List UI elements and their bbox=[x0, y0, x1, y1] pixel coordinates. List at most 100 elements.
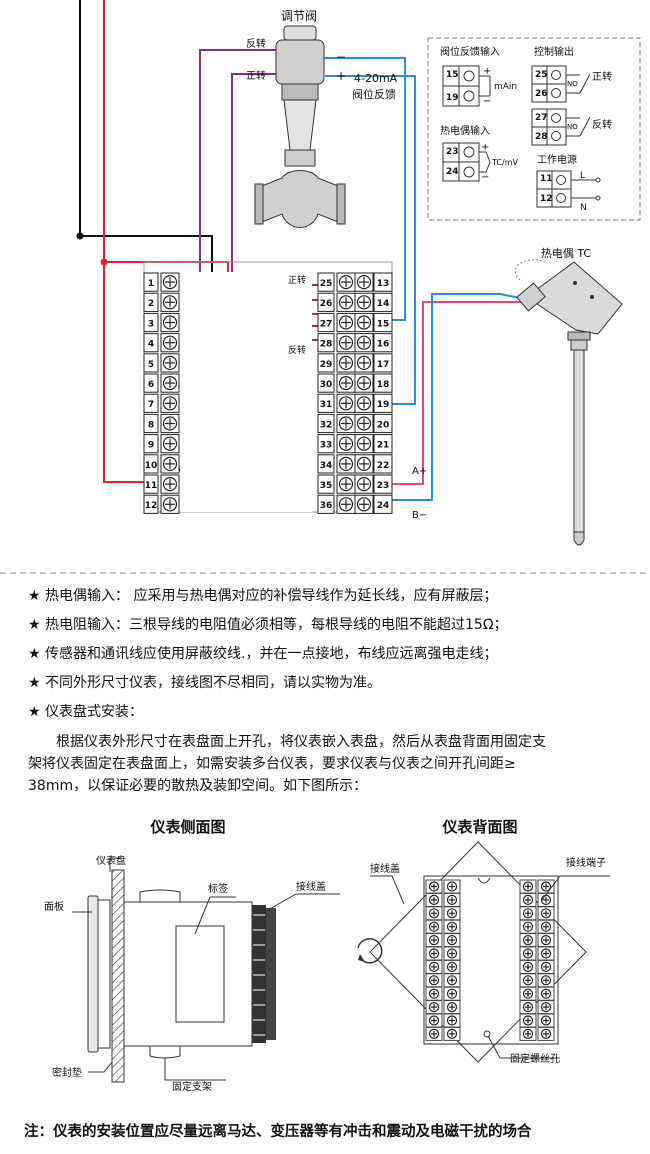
back-terminals-right bbox=[519, 879, 555, 1041]
terminal-number: 21 bbox=[377, 441, 390, 451]
terminal-number: 10 bbox=[145, 461, 158, 471]
terminal-number: 24 bbox=[377, 501, 390, 511]
terminal-number: 28 bbox=[320, 340, 333, 350]
back-terminal-screw bbox=[519, 986, 555, 1001]
svg-text:19: 19 bbox=[446, 93, 459, 103]
terminal-8: 8 bbox=[143, 413, 180, 434]
terminal-6: 6 bbox=[143, 373, 180, 393]
terminal-number: 9 bbox=[148, 441, 154, 451]
terminal-number: 3 bbox=[148, 319, 154, 329]
back-terminal-screw bbox=[519, 1000, 555, 1015]
terminal-number: 11 bbox=[145, 481, 158, 491]
terminal-number: 27 bbox=[320, 319, 333, 329]
svg-text:工作电源: 工作电源 bbox=[537, 153, 577, 166]
svg-text:−: − bbox=[336, 50, 346, 64]
svg-text:mAin: mAin bbox=[494, 82, 517, 92]
terminal-number: 16 bbox=[377, 340, 390, 350]
svg-text:+: + bbox=[336, 69, 346, 83]
terminal-number: 31 bbox=[320, 400, 333, 410]
terminal-number: 14 bbox=[377, 299, 390, 309]
terminal-11: 11 bbox=[143, 474, 180, 494]
terminal-number: 35 bbox=[320, 481, 333, 491]
back-terminal-screw bbox=[519, 933, 555, 948]
svg-text:控制输出: 控制输出 bbox=[534, 45, 574, 58]
terminal-number: 2 bbox=[148, 299, 154, 309]
terminal-31: 31 bbox=[317, 393, 356, 413]
terminal-16: 16 bbox=[354, 333, 393, 353]
back-terminal-screw bbox=[519, 1013, 555, 1028]
svg-text:标签: 标签 bbox=[208, 882, 228, 895]
svg-text:23: 23 bbox=[446, 147, 459, 157]
terminal-number: 36 bbox=[320, 501, 333, 511]
back-terminal-screw bbox=[425, 933, 461, 948]
back-terminal-screw bbox=[519, 946, 555, 961]
svg-text:N: N bbox=[580, 203, 587, 213]
terminal-number: 26 bbox=[320, 299, 333, 309]
svg-text:反转: 反转 bbox=[592, 118, 612, 131]
control-valve: 调节阀 反转 正转 − + 4-20mA 阀位反馈 bbox=[246, 9, 398, 228]
terminal-number: 33 bbox=[320, 441, 333, 451]
terminal-25: 25 bbox=[317, 272, 356, 292]
svg-text:面板: 面板 bbox=[44, 900, 64, 913]
svg-text:正转: 正转 bbox=[592, 70, 612, 83]
terminal-26: 26 bbox=[317, 292, 356, 312]
svg-text:仪表侧面图: 仪表侧面图 bbox=[149, 818, 225, 836]
back-terminal-screw bbox=[519, 892, 555, 907]
pink-wire-tc bbox=[374, 301, 573, 485]
svg-text:反转: 反转 bbox=[246, 37, 266, 50]
junction-red bbox=[100, 258, 108, 266]
terminal-18: 18 bbox=[354, 373, 393, 393]
terminal-33: 33 bbox=[317, 434, 356, 454]
svg-text:+: + bbox=[483, 66, 491, 77]
svg-text:热电偶 TC: 热电偶 TC bbox=[541, 247, 592, 260]
blue-wire-plus bbox=[325, 75, 416, 405]
svg-text:+: + bbox=[481, 142, 489, 153]
terminal-29: 29 bbox=[317, 353, 356, 373]
svg-text:正转: 正转 bbox=[246, 69, 266, 82]
svg-text:24: 24 bbox=[446, 167, 459, 177]
terminal-number: 1 bbox=[148, 279, 154, 289]
terminal-19: 19 bbox=[354, 393, 393, 413]
svg-text:阀位反馈: 阀位反馈 bbox=[352, 87, 396, 101]
back-terminal-screw bbox=[519, 1026, 555, 1041]
back-terminal-screw bbox=[425, 1013, 461, 1028]
terminal-number: 34 bbox=[320, 461, 333, 471]
red-wire-2 bbox=[103, 262, 144, 483]
side-view-diagram: 仪表侧面图 仪表盘 面板 标签 接线盖 密封垫 固定支架 bbox=[44, 818, 340, 1093]
svg-text:TC/mV: TC/mV bbox=[491, 158, 518, 167]
terminal-24: 24 bbox=[354, 494, 393, 514]
back-terminal-screw bbox=[425, 973, 461, 988]
back-terminal-screw bbox=[425, 879, 461, 894]
terminal-17: 17 bbox=[354, 353, 393, 373]
svg-text:11: 11 bbox=[540, 174, 553, 184]
svg-text:固定螺丝孔: 固定螺丝孔 bbox=[510, 1052, 560, 1065]
note-panel-mount: ★ 仪表盘式安装： bbox=[28, 704, 144, 720]
terminal-3: 3 bbox=[143, 312, 180, 333]
back-view-diagram: 仪表背面图 接线盖 接线端子 固定螺丝孔 bbox=[357, 818, 610, 1065]
terminal-30: 30 bbox=[317, 373, 356, 393]
mount-paragraph-3: 38mm，以保证必要的散热及装卸空间。如下图所示： bbox=[28, 778, 368, 794]
terminal-28: 28 bbox=[317, 333, 356, 353]
terminal-13: 13 bbox=[354, 272, 393, 292]
back-terminal-screw bbox=[425, 906, 461, 921]
back-terminal-screw bbox=[425, 919, 461, 934]
terminal-number: 17 bbox=[377, 360, 390, 370]
svg-text:B−: B− bbox=[412, 510, 427, 521]
terminal-14: 14 bbox=[354, 292, 393, 312]
terminal-36: 36 bbox=[317, 494, 356, 514]
terminal-number: 29 bbox=[320, 360, 333, 370]
svg-text:28: 28 bbox=[535, 132, 548, 142]
back-terminal-screw bbox=[519, 906, 555, 921]
terminal-5: 5 bbox=[143, 353, 180, 373]
svg-text:仪表背面图: 仪表背面图 bbox=[441, 818, 517, 836]
mount-paragraph-1: 根据仪表外形尺寸在表盘面上开孔，将仪表嵌入表盘，然后从表盘背面用固定支 bbox=[56, 734, 546, 750]
terminal-number: 15 bbox=[377, 319, 390, 329]
back-terminal-screw bbox=[425, 1000, 461, 1015]
svg-text:−: − bbox=[481, 172, 489, 183]
terminal-4: 4 bbox=[143, 333, 180, 353]
terminal-number: 13 bbox=[377, 279, 390, 289]
